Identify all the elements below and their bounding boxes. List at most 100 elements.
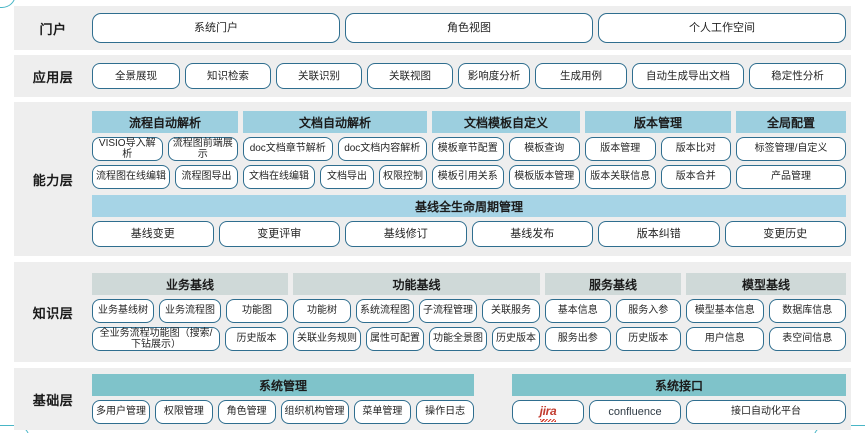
app-item-relation-view[interactable]: 关联视图 <box>367 63 453 89</box>
capability-item-visio-import-parse[interactable]: VISIO导入解析 <box>92 137 163 161</box>
knowledge-item-function-tree[interactable]: 功能树 <box>293 299 351 323</box>
layer-label-application: 应用层 <box>32 69 74 85</box>
knowledge-item-function-panorama[interactable]: 功能全景图 <box>429 327 487 351</box>
layer-application: 应用层 全景展现 知识检索 关联识别 关联视图 影响度分析 生成用例 自动生成导… <box>14 55 851 97</box>
capability-item-product-mgmt[interactable]: 产品管理 <box>736 165 846 189</box>
capability-item-version-relation-info[interactable]: 版本关联信息 <box>585 165 656 189</box>
lifecycle-item-baseline-release[interactable]: 基线发布 <box>471 221 593 247</box>
capability-group-title-doc-parsing: 文档自动解析 <box>243 111 427 133</box>
knowledge-item-business-baseline-tree[interactable]: 业务基线树 <box>92 299 154 323</box>
foundation-item-jira[interactable]: jira <box>512 400 584 424</box>
foundation-item-multi-user-mgmt[interactable]: 多用户管理 <box>92 400 150 424</box>
foundation-item-interface-automation-platform[interactable]: 接口自动化平台 <box>686 400 846 424</box>
knowledge-item-full-business-flow-function-diagram[interactable]: 全业务流程功能图（搜索/下钻展示） <box>92 327 220 351</box>
capability-item-version-compare[interactable]: 版本比对 <box>660 137 731 161</box>
knowledge-group-title-service-baseline: 服务基线 <box>545 273 681 295</box>
knowledge-item-database-info[interactable]: 数据库信息 <box>768 299 846 323</box>
capability-row: 流程图在线编辑 流程图导出 <box>92 165 238 189</box>
capability-item-template-query[interactable]: 模板查询 <box>508 137 580 161</box>
knowledge-group-list: 业务基线 业务基线树 业务流程图 功能图 全业务流程功能图（搜索/下钻展示） 历… <box>92 273 846 351</box>
capability-item-doc-online-edit[interactable]: 文档在线编辑 <box>243 165 315 189</box>
app-item-stability-analysis[interactable]: 稳定性分析 <box>749 63 846 89</box>
app-item-panorama[interactable]: 全景展现 <box>92 63 180 89</box>
lifecycle-item-baseline-change[interactable]: 基线变更 <box>92 221 214 247</box>
capability-row: 产品管理 <box>736 165 846 189</box>
capability-item-doc-export[interactable]: 文档导出 <box>320 165 374 189</box>
knowledge-group-service-baseline: 服务基线 基本信息 服务入参 服务出参 历史版本 <box>545 273 681 351</box>
capability-item-flowchart-online-edit[interactable]: 流程图在线编辑 <box>92 165 170 189</box>
capability-group-process-parsing: 流程自动解析 VISIO导入解析 流程图前端展示 流程图在线编辑 流程图导出 <box>92 111 238 189</box>
knowledge-item-system-flowchart[interactable]: 系统流程图 <box>356 299 414 323</box>
capability-group-doc-parsing: 文档自动解析 doc文档章节解析 doc文档内容解析 文档在线编辑 文档导出 权… <box>243 111 427 189</box>
capability-item-template-version-mgmt[interactable]: 模板版本管理 <box>508 165 580 189</box>
knowledge-item-tablespace-info[interactable]: 表空间信息 <box>768 327 846 351</box>
application-item-row: 全景展现 知识检索 关联识别 关联视图 影响度分析 生成用例 自动生成导出文档 … <box>92 63 846 89</box>
knowledge-item-service-input-param[interactable]: 服务入参 <box>615 299 681 323</box>
app-item-generate-usecase[interactable]: 生成用例 <box>535 63 627 89</box>
app-item-relation-recognition[interactable]: 关联识别 <box>276 63 362 89</box>
knowledge-item-related-service[interactable]: 关联服务 <box>482 299 540 323</box>
lifecycle-item-baseline-revise[interactable]: 基线修订 <box>345 221 467 247</box>
foundation-group-list: 系统管理 多用户管理 权限管理 角色管理 组织机构管理 菜单管理 操作日志 <box>92 374 846 424</box>
capability-row: VISIO导入解析 流程图前端展示 <box>92 137 238 161</box>
app-item-knowledge-search[interactable]: 知识检索 <box>185 63 271 89</box>
knowledge-row: 业务基线树 业务流程图 功能图 <box>92 299 288 323</box>
capability-item-permission-control[interactable]: 权限控制 <box>379 165 427 189</box>
capability-item-doc-chapter-parse[interactable]: doc文档章节解析 <box>243 137 333 161</box>
foundation-item-menu-mgmt[interactable]: 菜单管理 <box>353 400 412 424</box>
portal-item-personal-workspace[interactable]: 个人工作空间 <box>598 13 846 43</box>
foundation-item-operation-log[interactable]: 操作日志 <box>416 400 474 424</box>
app-item-impact-analysis[interactable]: 影响度分析 <box>458 63 530 89</box>
capability-item-version-merge[interactable]: 版本合并 <box>660 165 731 189</box>
capability-item-flowchart-export[interactable]: 流程图导出 <box>175 165 238 189</box>
foundation-item-confluence[interactable]: confluence <box>589 400 681 424</box>
foundation-item-permission-mgmt[interactable]: 权限管理 <box>155 400 213 424</box>
knowledge-group-title-model-baseline: 模型基线 <box>686 273 846 295</box>
foundation-item-role-mgmt[interactable]: 角色管理 <box>217 400 276 424</box>
lifecycle-item-row: 基线变更 变更评审 基线修订 基线发布 版本纠错 变更历史 <box>92 221 846 247</box>
lifecycle-item-version-correction[interactable]: 版本纠错 <box>598 221 720 247</box>
knowledge-item-history-version[interactable]: 历史版本 <box>225 327 288 351</box>
knowledge-item-related-business-rule[interactable]: 关联业务规则 <box>293 327 361 351</box>
lifecycle-item-change-review[interactable]: 变更评审 <box>218 221 340 247</box>
lifecycle-title: 基线全生命周期管理 <box>92 195 846 217</box>
knowledge-item-attribute-configurable[interactable]: 属性可配置 <box>366 327 424 351</box>
knowledge-group-title-function-baseline: 功能基线 <box>293 273 540 295</box>
capability-item-template-chapter-config[interactable]: 模板章节配置 <box>432 137 504 161</box>
knowledge-row: 全业务流程功能图（搜索/下钻展示） 历史版本 <box>92 327 288 351</box>
capability-item-flowchart-frontend-display[interactable]: 流程图前端展示 <box>167 137 238 161</box>
capability-item-tag-mgmt-custom[interactable]: 标签管理/自定义 <box>736 137 846 161</box>
layer-label-portal: 门户 <box>39 21 67 37</box>
foundation-row: 多用户管理 权限管理 角色管理 组织机构管理 菜单管理 操作日志 <box>92 400 474 424</box>
app-item-auto-export-doc[interactable]: 自动生成导出文档 <box>632 63 744 89</box>
capability-group-global-config: 全局配置 标签管理/自定义 产品管理 <box>736 111 846 189</box>
foundation-group-system-mgmt: 系统管理 多用户管理 权限管理 角色管理 组织机构管理 菜单管理 操作日志 <box>92 374 474 424</box>
knowledge-item-history-version[interactable]: 历史版本 <box>492 327 540 351</box>
layer-label-capability: 能力层 <box>32 172 74 188</box>
lifecycle-item-change-history[interactable]: 变更历史 <box>724 221 846 247</box>
capability-item-version-mgmt[interactable]: 版本管理 <box>585 137 656 161</box>
knowledge-item-business-flowchart[interactable]: 业务流程图 <box>159 299 221 323</box>
capability-row: doc文档章节解析 doc文档内容解析 <box>243 137 427 161</box>
jira-logo-text: jira <box>539 404 557 422</box>
knowledge-item-function-diagram[interactable]: 功能图 <box>226 299 288 323</box>
capability-item-template-reference[interactable]: 模板引用关系 <box>432 165 504 189</box>
layer-portal: 门户 系统门户 角色视图 个人工作空间 <box>14 6 851 50</box>
capability-row: 模板引用关系 模板版本管理 <box>432 165 580 189</box>
knowledge-item-history-version[interactable]: 历史版本 <box>615 327 681 351</box>
knowledge-item-basic-info[interactable]: 基本信息 <box>545 299 611 323</box>
layer-knowledge: 知识层 业务基线 业务基线树 业务流程图 功能图 全业务流程功能图（搜索/下钻展… <box>14 262 851 362</box>
knowledge-item-user-info[interactable]: 用户信息 <box>686 327 764 351</box>
portal-item-system-portal[interactable]: 系统门户 <box>92 13 340 43</box>
capability-item-doc-content-parse[interactable]: doc文档内容解析 <box>337 137 427 161</box>
knowledge-row: 服务出参 历史版本 <box>545 327 681 351</box>
portal-item-row: 系统门户 角色视图 个人工作空间 <box>92 13 846 43</box>
knowledge-item-service-output-param[interactable]: 服务出参 <box>545 327 611 351</box>
knowledge-item-subprocess-mgmt[interactable]: 子流程管理 <box>419 299 477 323</box>
knowledge-item-model-basic-info[interactable]: 模型基本信息 <box>686 299 764 323</box>
portal-item-role-view[interactable]: 角色视图 <box>345 13 593 43</box>
capability-row: 标签管理/自定义 <box>736 137 846 161</box>
capability-row: 模板章节配置 模板查询 <box>432 137 580 161</box>
foundation-item-org-structure-mgmt[interactable]: 组织机构管理 <box>280 400 349 424</box>
